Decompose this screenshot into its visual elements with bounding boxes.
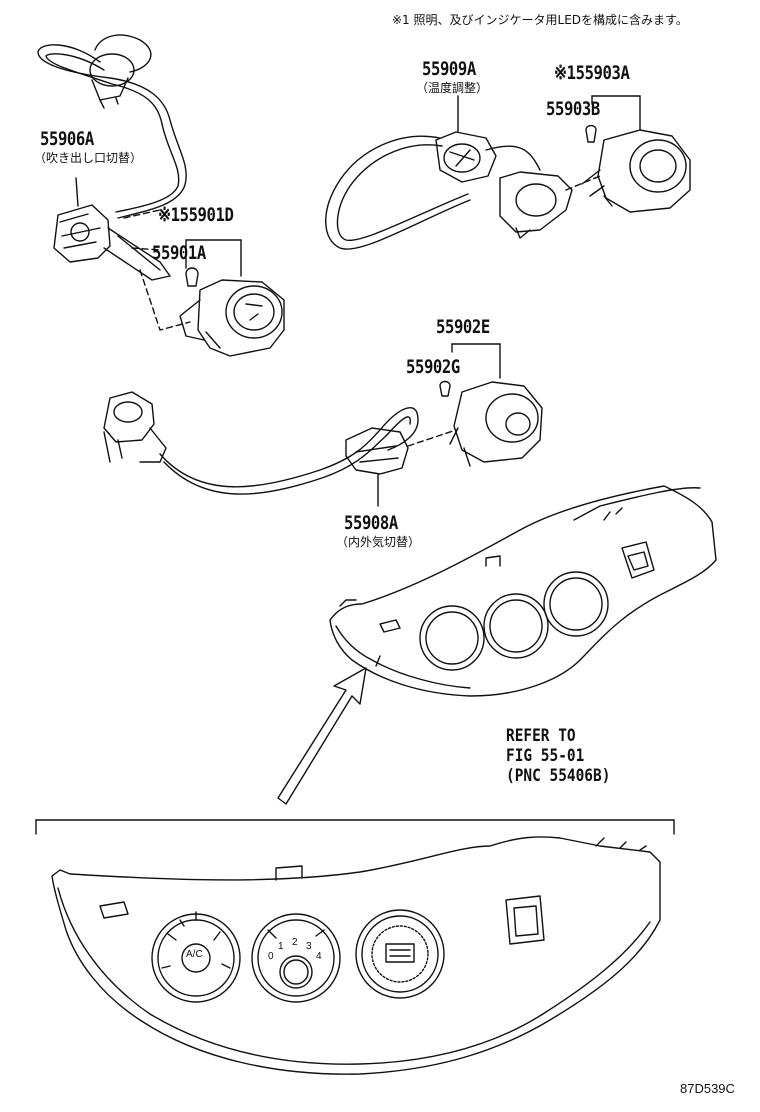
cable-assembly-55909A <box>325 95 601 250</box>
fan-speed-0: 0 <box>268 951 274 962</box>
part-desc-55908A: （内外気切替） <box>336 535 421 549</box>
refer-line-3: (PNC 55406B) <box>506 766 611 786</box>
switch-55902E <box>439 343 543 467</box>
switch-55903A <box>581 95 691 213</box>
part-number-55909A: 55909A <box>422 58 476 80</box>
part-number-55903A: ※155903A <box>554 62 630 84</box>
cable-assembly-55908A <box>103 391 457 507</box>
pointer-arrow <box>277 667 367 805</box>
refer-line-2: FIG 55-01 <box>506 746 585 766</box>
panel-lower <box>51 836 661 1075</box>
fan-speed-2: 2 <box>292 937 298 948</box>
refer-line-1: REFER TO <box>506 726 576 746</box>
ac-label: A/C <box>186 949 203 960</box>
detail-frame <box>35 819 675 835</box>
part-number-55902G: 55902G <box>406 356 460 378</box>
panel-upper <box>329 485 717 697</box>
fan-speed-3: 3 <box>306 941 312 952</box>
part-number-55901A: 55901A <box>152 242 206 264</box>
header-note: ※1 照明、及びインジケータ用LEDを構成に含みます。 <box>392 13 688 27</box>
part-number-55902E: 55902E <box>436 316 490 338</box>
switch-55901A <box>179 239 285 357</box>
figure-code: 87D539C <box>680 1081 735 1096</box>
part-number-55903B: 55903B <box>546 98 600 120</box>
cable-assembly-55906A <box>37 34 191 331</box>
fan-speed-1: 1 <box>278 941 284 952</box>
part-number-55908A: 55908A <box>344 512 398 534</box>
part-number-55906A: 55906A <box>40 128 94 150</box>
part-number-55901D: ※155901D <box>158 204 234 226</box>
part-desc-55906A: （吹き出し口切替） <box>34 151 143 165</box>
fan-speed-4: 4 <box>316 951 322 962</box>
part-desc-55909A: （温度調整） <box>416 81 489 95</box>
